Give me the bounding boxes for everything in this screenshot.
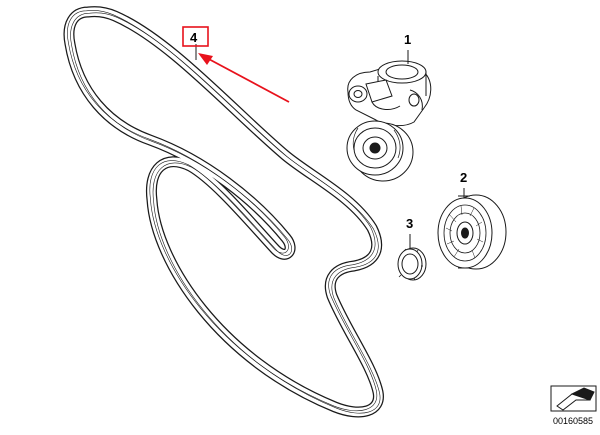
highlight-arrow — [198, 53, 290, 103]
callout-4-highlight-box — [182, 26, 209, 47]
view-orientation-icon — [550, 385, 597, 412]
belt-rib-line-2 — [67, 10, 378, 412]
callout-1-label: 1 — [404, 32, 411, 47]
callout-3-label: 3 — [406, 216, 413, 231]
belt-tensioner — [346, 60, 432, 182]
pulley-cap — [397, 247, 427, 281]
belt-outline-inner — [64, 7, 383, 417]
belt-outline-outer — [63, 6, 384, 418]
idler-pulley — [437, 194, 507, 270]
callout-4-label: 4 — [190, 30, 198, 45]
document-number: 00160585 — [553, 416, 593, 426]
callout-2-label: 2 — [460, 170, 467, 185]
cap-face — [397, 248, 423, 280]
idler-pulley-hub — [461, 227, 469, 239]
tensioner-pulley-hub — [369, 142, 381, 154]
drive-belt — [63, 6, 384, 418]
belt-rib-line-1 — [70, 12, 381, 414]
